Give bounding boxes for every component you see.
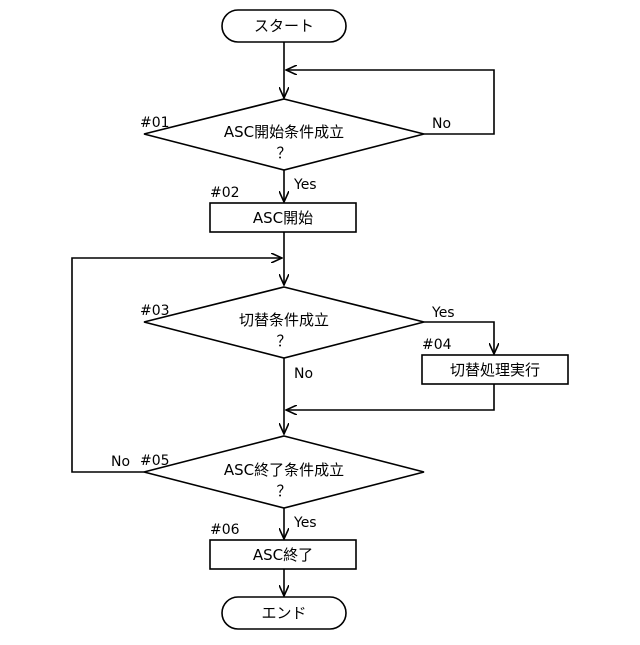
step-id-04: #04 xyxy=(422,337,452,353)
decision-03-line1: 切替条件成立 xyxy=(239,311,329,329)
decision-05-yes-label: Yes xyxy=(293,515,317,531)
process-02-label: ASC開始 xyxy=(253,209,313,227)
step-id-01: #01 xyxy=(140,115,170,131)
step-id-05: #05 xyxy=(140,453,170,469)
process-04: 切替処理実行 xyxy=(422,355,568,384)
end-terminal: エンド xyxy=(222,597,346,629)
step-id-02: #02 xyxy=(210,185,240,201)
decision-01-line2: ？ xyxy=(276,144,291,162)
decision-03-yes-label: Yes xyxy=(431,305,455,321)
process-04-label: 切替処理実行 xyxy=(450,361,540,379)
process-06-label: ASC終了 xyxy=(253,546,313,564)
decision-03-no-label: No xyxy=(294,366,313,382)
decision-01: ASC開始条件成立 ？ xyxy=(144,99,424,170)
connector-04-to-merge xyxy=(286,384,494,410)
decision-01-yes-label: Yes xyxy=(293,177,317,193)
decision-03-line2: ？ xyxy=(276,332,291,350)
connector-05-no-loop xyxy=(72,258,282,472)
decision-03: 切替条件成立 ？ xyxy=(144,287,424,358)
step-id-06: #06 xyxy=(210,522,240,538)
decision-05: ASC終了条件成立 ？ xyxy=(144,436,424,508)
step-id-03: #03 xyxy=(140,303,170,319)
end-label: エンド xyxy=(261,604,306,622)
decision-01-line1: ASC開始条件成立 xyxy=(224,123,344,141)
decision-05-no-label: No xyxy=(111,454,130,470)
start-terminal: スタート xyxy=(222,10,346,42)
decision-05-line1: ASC終了条件成立 xyxy=(224,461,344,479)
process-02: ASC開始 xyxy=(210,203,356,232)
decision-01-no-label: No xyxy=(432,116,451,132)
process-06: ASC終了 xyxy=(210,540,356,569)
start-label: スタート xyxy=(254,17,314,35)
decision-05-line2: ？ xyxy=(276,482,291,500)
